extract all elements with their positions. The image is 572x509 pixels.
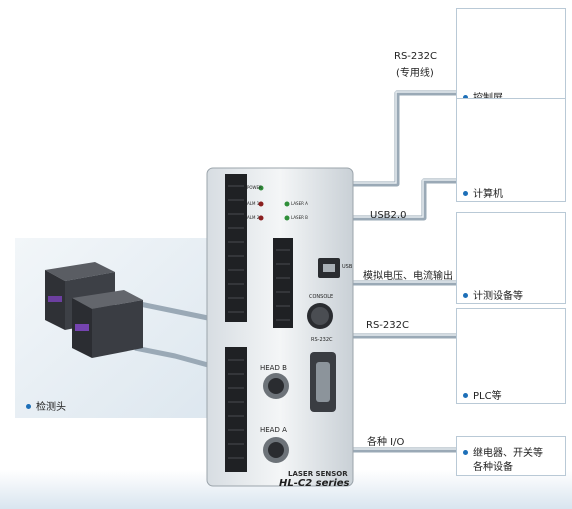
conn-rs232c-dedicated-sublabel: (专用线)	[396, 68, 434, 79]
cable-head-b	[134, 345, 209, 368]
device-card-computer: 计算机	[456, 98, 566, 202]
controller-body	[206, 167, 354, 487]
indicator-alm1: ALM 1	[247, 201, 260, 206]
console-port-label: CONSOLE	[309, 294, 334, 300]
conn-io-label: 各种 I/O	[367, 437, 405, 448]
device-card-io: 继电器、开关等 各种设备	[456, 436, 566, 476]
terminal-block-middle	[273, 238, 293, 328]
indicator-laser-a: LASER A	[291, 201, 308, 206]
device-card-touch-panel: 控制屏	[456, 8, 566, 108]
led-laser-b	[284, 215, 290, 221]
head-a-port-label: HEAD A	[260, 426, 287, 434]
sensor-head-caption: 检测头	[26, 398, 66, 413]
cable-usb	[350, 178, 458, 221]
device-computer-label: 计算机	[473, 189, 503, 200]
terminal-block-bottom	[225, 347, 247, 472]
device-measurement-label: 计测设备等	[473, 291, 523, 302]
controller-model: HL-C2 series	[279, 478, 350, 489]
bullet-icon	[463, 94, 468, 100]
bullet-icon	[463, 190, 468, 196]
rs232-port-label: RS-232C	[311, 337, 333, 343]
bullet-icon	[463, 292, 468, 298]
terminal-block-top	[225, 174, 247, 322]
device-card-plc: PLC等	[456, 308, 566, 404]
led-power	[258, 185, 264, 191]
device-io-label-2: 各种设备	[473, 462, 513, 473]
conn-rs232c-label: RS-232C	[366, 320, 409, 331]
led-laser-a	[284, 201, 290, 207]
led-alm2	[258, 215, 264, 221]
device-io-label-1: 继电器、开关等	[473, 448, 543, 459]
led-alm1	[258, 201, 264, 207]
cable-lines	[134, 90, 458, 453]
controller-brand: LASER SENSOR	[288, 470, 348, 478]
bullet-icon	[463, 392, 468, 398]
indicator-laser-b: LASER B	[291, 215, 308, 220]
indicator-power: POWER	[247, 185, 262, 190]
indicator-alm2: ALM 2	[247, 215, 260, 220]
cable-rs232c-dedicated	[350, 90, 458, 187]
device-card-measurement: 计测设备等	[456, 212, 566, 304]
bullet-icon	[26, 403, 31, 409]
device-plc-label: PLC等	[473, 391, 502, 402]
conn-usb-label: USB2.0	[370, 210, 407, 221]
conn-rs232c-dedicated-label: RS-232C	[394, 51, 437, 62]
sensor-head-front	[72, 290, 143, 358]
bullet-icon	[463, 449, 468, 455]
sensor-head-label: 检测头	[36, 402, 66, 413]
usb-port-label: USB	[342, 264, 353, 270]
head-b-port-label: HEAD B	[260, 364, 287, 372]
conn-analog-label: 模拟电压、电流输出	[363, 271, 453, 282]
cable-head-a	[134, 300, 209, 321]
terminal-slots	[228, 185, 290, 459]
cable-highlights	[350, 91, 458, 450]
